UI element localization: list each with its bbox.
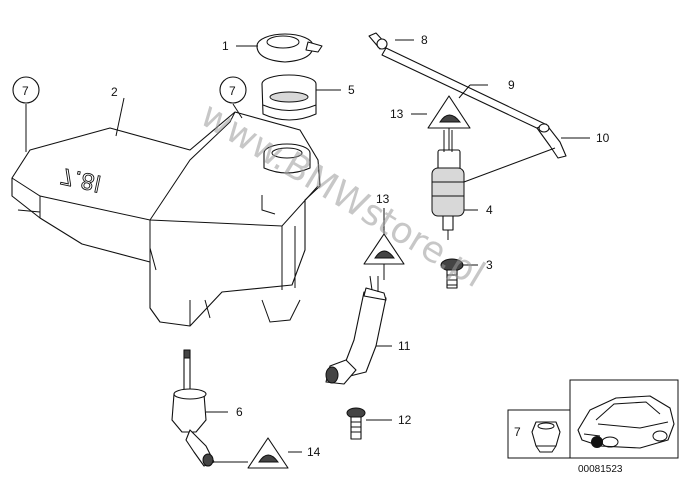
callout-12: 12 — [398, 413, 412, 427]
screw-3 — [440, 258, 464, 289]
warning-triangle-14 — [247, 437, 289, 469]
callout-3: 3 — [486, 258, 493, 272]
callout-13a: 13 — [390, 107, 404, 121]
callout-13b: 13 — [376, 192, 390, 206]
callouts: 1 2 3 4 5 6 8 9 10 11 12 13 13 14 — [111, 33, 610, 459]
diagram-code: 00081523 — [578, 464, 623, 475]
washer-fluid-reservoir: 7.8l — [11, 111, 321, 327]
callout-1: 1 — [222, 39, 229, 53]
callout-14: 14 — [307, 445, 321, 459]
circled-ref-7-center-label: 7 — [229, 84, 236, 98]
nut-icon — [531, 421, 561, 453]
washer-pump — [431, 130, 465, 240]
level-sensor — [171, 349, 215, 467]
circled-ref-7-left-label: 7 — [22, 84, 29, 98]
callout-10: 10 — [596, 131, 610, 145]
screw-12 — [346, 407, 366, 440]
headlight-washer-pump — [325, 275, 387, 385]
callout-4: 4 — [486, 203, 493, 217]
inset-label-7: 7 — [514, 425, 521, 439]
callout-2: 2 — [111, 85, 118, 99]
car-icon — [577, 395, 675, 449]
callout-6: 6 — [236, 405, 243, 419]
leader-lines — [25, 39, 590, 463]
callout-8: 8 — [421, 33, 428, 47]
filler-neck-ring — [261, 74, 317, 121]
circled-ref-7-left: 7 — [12, 76, 40, 104]
callout-9: 9 — [508, 78, 515, 92]
warning-triangle-13a — [427, 95, 471, 129]
callout-11: 11 — [398, 339, 411, 353]
circled-ref-7-center: 7 — [219, 76, 247, 104]
callout-5: 5 — [348, 83, 355, 97]
washer-hose — [368, 32, 567, 159]
inset-panel: 7 00081523 — [507, 379, 679, 475]
filler-cap — [256, 33, 323, 63]
